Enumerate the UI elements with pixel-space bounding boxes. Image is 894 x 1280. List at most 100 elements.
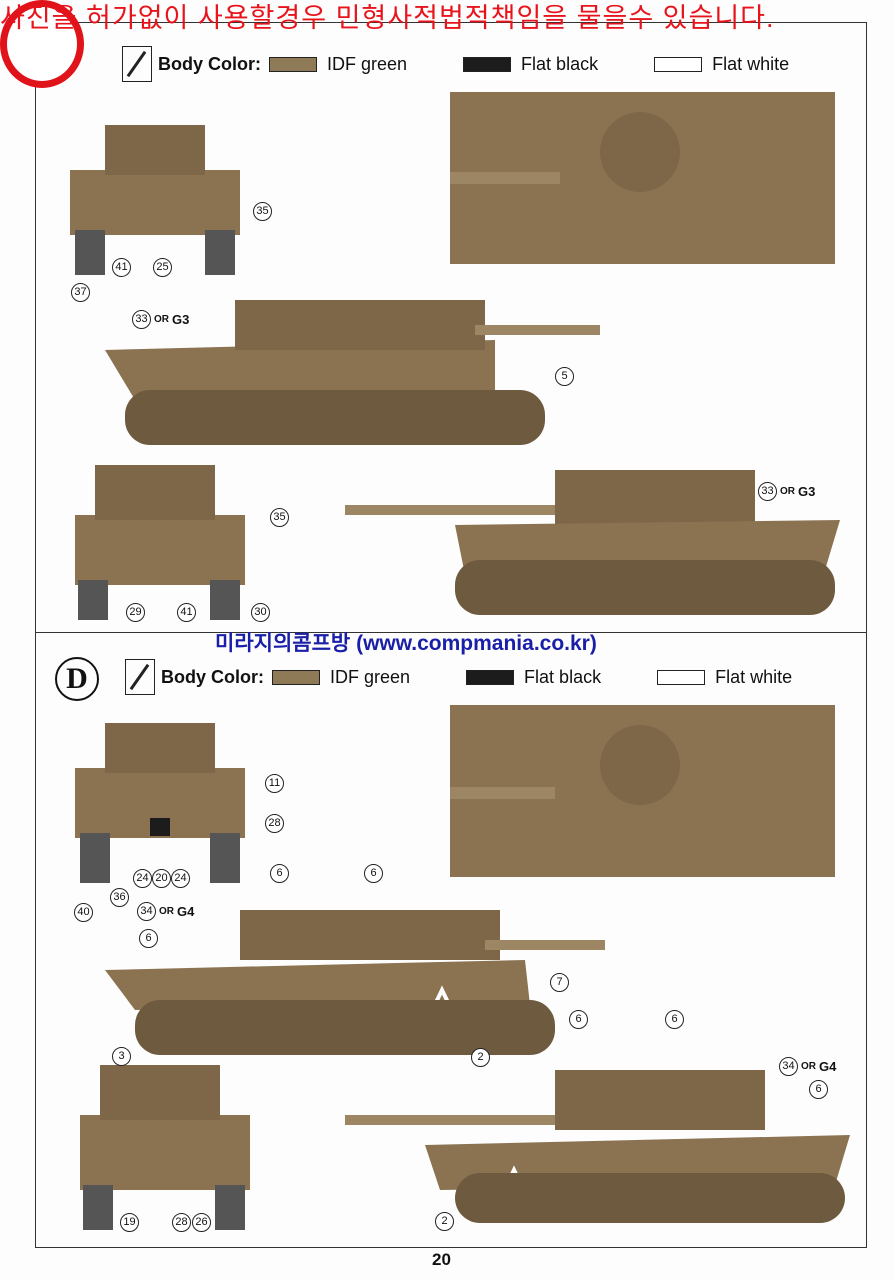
callout-number: 3 xyxy=(112,1047,131,1066)
callout: 37 xyxy=(71,283,90,302)
legend-label: Body Color: xyxy=(161,666,264,687)
callout-number: 35 xyxy=(253,202,272,221)
callout-number: 24 xyxy=(133,869,152,888)
section-badge: D xyxy=(55,657,99,701)
callout-number: 30 xyxy=(251,603,270,622)
legend-idf-green: IDF green xyxy=(330,666,411,687)
callout: 6 xyxy=(270,864,289,883)
legend-flat-white: Flat white xyxy=(715,666,793,687)
callout: 11 xyxy=(265,774,284,793)
watermark-logo xyxy=(0,0,84,88)
body-color-legend: Body Color: IDF green Flat black Flat wh… xyxy=(122,46,789,82)
callout-number: 5 xyxy=(555,367,574,386)
callout-number: 6 xyxy=(809,1080,828,1099)
callout-number: 33 xyxy=(758,482,777,501)
callout-number: 34 xyxy=(779,1057,798,1076)
callout-number: G4 xyxy=(819,1059,837,1074)
tank-front-view xyxy=(70,125,240,275)
tank-front-view xyxy=(75,723,245,883)
callout-number: G3 xyxy=(798,484,816,499)
callout: 35 xyxy=(270,508,289,527)
callout-number: 37 xyxy=(71,283,90,302)
swatch-idf-green xyxy=(269,56,317,72)
legend-label: Body Color: xyxy=(158,53,261,74)
callout-number: 28 xyxy=(172,1213,191,1232)
callout-number: 6 xyxy=(139,929,158,948)
callout: 35 xyxy=(253,202,272,221)
paintbrush-icon xyxy=(122,46,152,82)
legend-flat-white: Flat white xyxy=(712,53,790,74)
callout-number: 20 xyxy=(152,869,171,888)
tank-side-view-left xyxy=(105,300,600,445)
copyright-warning: 사진을 허가없이 사용할경우 민형사적법적책임을 물을수 있습니다. xyxy=(0,3,775,33)
swatch-flat-white xyxy=(657,669,706,685)
callout: 28 xyxy=(172,1213,191,1232)
callout: 7 xyxy=(550,973,569,992)
callout: 2 xyxy=(471,1048,490,1067)
tank-side-view-right xyxy=(345,470,840,615)
callout-number: 28 xyxy=(265,814,284,833)
swatch-flat-white xyxy=(654,56,703,72)
page-number: 20 xyxy=(432,1250,451,1269)
callout-number: 41 xyxy=(177,603,196,622)
callout-number: 2 xyxy=(471,1048,490,1067)
website-watermark: 미라지의콤프방 (www.compmania.co.kr) xyxy=(215,632,597,655)
callout-number: 6 xyxy=(364,864,383,883)
tank-side-view-left xyxy=(105,910,605,1055)
callout-number: G3 xyxy=(172,312,190,327)
callout: 3 xyxy=(112,1047,131,1066)
top-rule xyxy=(35,22,866,23)
tank-rear-view xyxy=(80,1065,250,1230)
callout-number: OR xyxy=(154,314,169,325)
callout-number: 36 xyxy=(110,888,129,907)
swatch-idf-green xyxy=(272,669,320,685)
callout-number: 25 xyxy=(153,258,172,277)
callout: 5 xyxy=(555,367,574,386)
callout: 25 xyxy=(153,258,172,277)
callout-number: 2 xyxy=(435,1212,454,1231)
page-frame xyxy=(35,22,867,1248)
legend-flat-black: Flat black xyxy=(521,53,599,74)
legend-flat-black: Flat black xyxy=(524,666,602,687)
callout-number: 24 xyxy=(171,869,190,888)
callout-number: 33 xyxy=(132,310,151,329)
callout-number: 26 xyxy=(192,1213,211,1232)
callout: 26 xyxy=(192,1213,211,1232)
callout-number: G4 xyxy=(177,904,195,919)
callout: 6 xyxy=(665,1010,684,1029)
callout-number: OR xyxy=(801,1061,816,1072)
callout-number: 41 xyxy=(112,258,131,277)
section-divider xyxy=(35,632,866,633)
callout: 30 xyxy=(251,603,270,622)
callout-number: 29 xyxy=(126,603,145,622)
callout-number: 19 xyxy=(120,1213,139,1232)
callout-number: 6 xyxy=(665,1010,684,1029)
swatch-flat-black xyxy=(466,669,515,685)
callout: 29 xyxy=(126,603,145,622)
callout-number: 35 xyxy=(270,508,289,527)
callout: 28 xyxy=(265,814,284,833)
callout-number: 40 xyxy=(74,903,93,922)
callout: 41 xyxy=(177,603,196,622)
swatch-flat-black xyxy=(463,56,512,72)
paintbrush-icon xyxy=(125,659,155,695)
tank-top-view xyxy=(450,92,835,264)
callout: 36 xyxy=(110,888,129,907)
body-color-legend: Body Color: IDF green Flat black Flat wh… xyxy=(125,659,792,695)
callout-number: 34 xyxy=(137,902,156,921)
tank-side-view-right xyxy=(345,1070,850,1223)
callout-number: 6 xyxy=(270,864,289,883)
tank-rear-view xyxy=(75,465,245,620)
callout: 6 xyxy=(364,864,383,883)
callout: 6 xyxy=(809,1080,828,1099)
callout: 41 xyxy=(112,258,131,277)
callout: 6 xyxy=(139,929,158,948)
callout-number: 6 xyxy=(569,1010,588,1029)
callout-number: 11 xyxy=(265,774,284,793)
